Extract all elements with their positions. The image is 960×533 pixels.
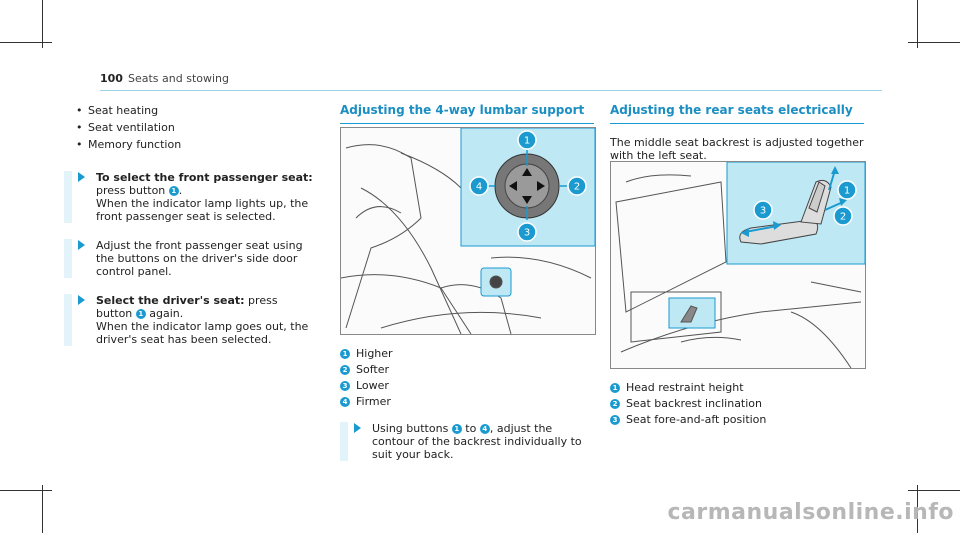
crop-mark xyxy=(0,42,52,43)
step-text: Using buttons xyxy=(372,422,452,435)
watermark: carmanualsonline.info xyxy=(667,500,954,525)
callout-number: 3 xyxy=(610,415,620,425)
step-arrow-icon xyxy=(78,240,85,250)
crop-mark xyxy=(42,0,43,48)
rear-seat-figure: 1 2 3 xyxy=(610,161,866,369)
page-number: 100 xyxy=(100,72,123,85)
crop-mark xyxy=(908,490,960,491)
legend-item: 3 Seat fore-and-aft position xyxy=(610,413,864,426)
section-title: Adjusting the 4-way lumbar support xyxy=(340,104,594,124)
lumbar-support-figure: 1 2 3 4 xyxy=(340,127,596,335)
legend-text: Seat fore-and-aft position xyxy=(626,413,767,426)
callout-number: 4 xyxy=(479,424,490,434)
figure-label: 2 xyxy=(574,182,580,193)
intro-text: The middle seat backrest is adjusted tog… xyxy=(610,136,864,162)
callout-number: 1 xyxy=(451,424,462,434)
crop-mark xyxy=(0,490,52,491)
section-title: Adjusting the rear seats electrically xyxy=(610,104,864,124)
step-text: , adjust the contour of the backrest ind… xyxy=(372,422,582,461)
callout-number: 1 xyxy=(135,309,146,319)
step-arrow-icon xyxy=(78,172,85,182)
crop-mark xyxy=(908,42,960,43)
callout-number: 1 xyxy=(340,349,350,359)
right-column: Adjusting the rear seats electrically Th… xyxy=(610,104,864,162)
header-rule xyxy=(100,90,882,91)
crop-mark xyxy=(917,0,918,48)
instruction-step: Adjust the front passenger seat using th… xyxy=(64,239,316,278)
instruction-step: To select the front passenger seat: pres… xyxy=(64,171,316,223)
step-bold-lead: To select the front passenger seat: xyxy=(96,171,313,184)
crop-mark xyxy=(917,485,918,533)
figure-label: 2 xyxy=(840,212,846,223)
legend-text: Higher xyxy=(356,347,393,360)
rear-seat-illustration: 1 2 3 xyxy=(615,162,865,368)
step-text: press button xyxy=(96,184,169,197)
step-text: When the indicator lamp lights up, the f… xyxy=(96,197,309,223)
legend-item: 4 Firmer xyxy=(340,395,594,408)
legend-text: Softer xyxy=(356,363,389,376)
figure-label: 4 xyxy=(476,182,482,193)
callout-number: 1 xyxy=(168,186,179,196)
list-item: Seat ventilation xyxy=(76,121,316,134)
legend-item: 1 Higher xyxy=(340,347,594,360)
figure-label: 1 xyxy=(844,186,850,197)
step-arrow-icon xyxy=(78,295,85,305)
figure-label: 1 xyxy=(524,136,530,147)
legend-item: 2 Softer xyxy=(340,363,594,376)
instruction-step: Using buttons 1 to 4, adjust the contour… xyxy=(340,422,594,461)
callout-number: 2 xyxy=(610,399,620,409)
left-column: Seat heating Seat ventilation Memory fun… xyxy=(64,104,316,346)
lumbar-support-illustration: 1 2 3 4 xyxy=(341,128,595,334)
callout-number: 4 xyxy=(340,397,350,407)
step-text: to xyxy=(461,422,480,435)
middle-column: Adjusting the 4-way lumbar support xyxy=(340,104,594,136)
feature-list: Seat heating Seat ventilation Memory fun… xyxy=(76,104,316,151)
callout-number: 2 xyxy=(340,365,350,375)
instruction-step: Select the driver's seat: press button 1… xyxy=(64,294,316,346)
legend-text: Seat backrest inclination xyxy=(626,397,763,410)
legend-text: Lower xyxy=(356,379,389,392)
legend-item: 3 Lower xyxy=(340,379,594,392)
step-text: When the indicator lamp goes out, the dr… xyxy=(96,320,309,346)
crop-mark xyxy=(42,485,43,533)
legend-text: Head restraint height xyxy=(626,381,744,394)
step-arrow-icon xyxy=(354,423,361,433)
rear-seat-legend: 1 Head restraint height 2 Seat backrest in… xyxy=(610,381,864,429)
page-section-title: Seats and stowing xyxy=(128,72,230,85)
list-item: Memory function xyxy=(76,138,316,151)
step-bold-lead: Select the driver's seat: xyxy=(96,294,245,307)
list-item: Seat heating xyxy=(76,104,316,117)
step-text: press button xyxy=(96,294,278,320)
page-header: 100 Seats and stowing xyxy=(100,72,882,92)
legend-item: 1 Head restraint height xyxy=(610,381,864,394)
callout-number: 3 xyxy=(340,381,350,391)
legend-item: 2 Seat backrest inclination xyxy=(610,397,864,410)
lumbar-legend: 1 Higher 2 Softer 3 Lower 4 Firmer Using but… xyxy=(340,347,594,461)
callout-number: 1 xyxy=(610,383,620,393)
legend-text: Firmer xyxy=(356,395,391,408)
figure-label: 3 xyxy=(760,206,766,217)
step-text: Adjust the front passenger seat using th… xyxy=(96,239,303,278)
step-text: again. xyxy=(145,307,184,320)
figure-label: 3 xyxy=(524,228,530,239)
step-text: . xyxy=(178,184,183,197)
